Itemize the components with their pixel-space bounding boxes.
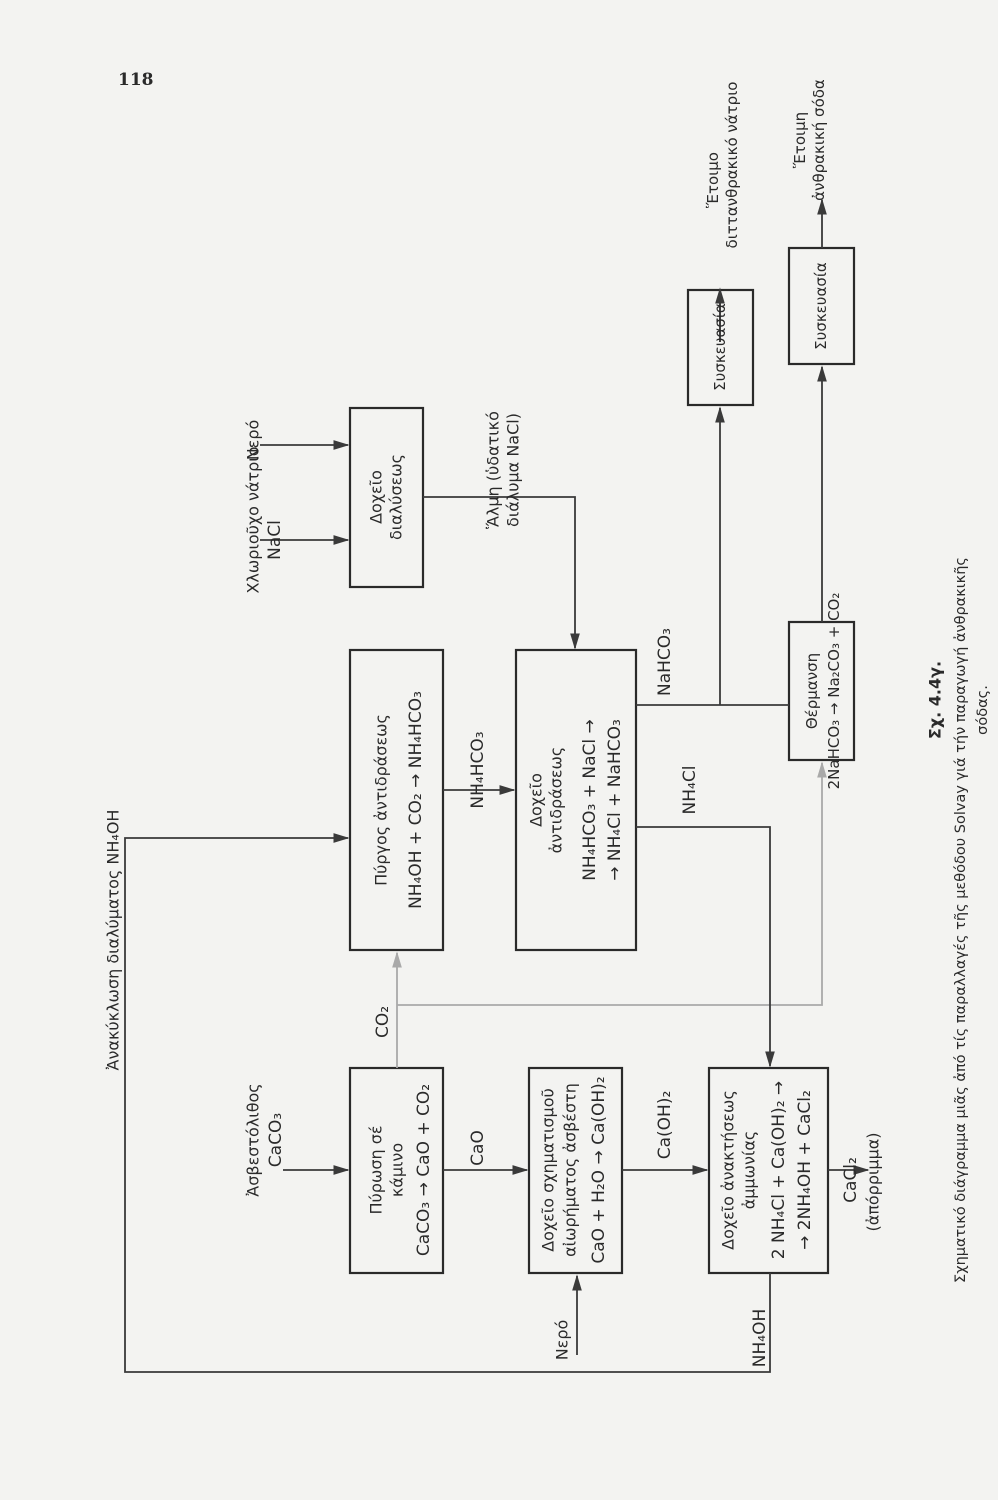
kiln-title-2: κάμινο	[388, 1143, 407, 1197]
cacl2-label: CaCl₂	[841, 1157, 861, 1203]
slaker-title-2: αἰωρήματος ἀσβέστη	[561, 1083, 580, 1257]
water-label-1: Νερό	[553, 1320, 572, 1361]
recovery-equation-2: → 2NH₄OH + CaCl₂	[795, 1090, 815, 1250]
heating-equation: 2NaHCO₃ → Na₂CO₃ + CO₂	[825, 593, 843, 790]
reactor-title-1: Δοχεῖο	[527, 773, 546, 827]
brine-label-1: Ἅλμη (ὑδατικό	[484, 411, 503, 529]
nh4hco3-label: NH₄HCO₃	[468, 731, 488, 808]
ready-soda-label-2: ἀνθρακική σόδα	[810, 79, 828, 201]
nh4cl-label: NH₄Cl	[680, 766, 700, 815]
nh4cl-arrow	[636, 826, 775, 1068]
recovery-title-1: Δοχεῖο ἀνακτήσεως	[719, 1090, 738, 1250]
slaker-equation: CaO + H₂O → Ca(OH)₂	[589, 1076, 609, 1263]
reactor-box	[514, 648, 638, 952]
heating-title: Θέρμανση	[803, 653, 821, 729]
limestone-formula: CaCO₃	[266, 1113, 286, 1167]
nahco3-label: NaHCO₃	[655, 628, 675, 696]
limestone-label: Ἀσβεστόλιθος	[244, 1083, 263, 1196]
dissolver-title-2: διαλύσεως	[387, 454, 406, 540]
recycle-label: Ἀνακύκλωση διαλύματος NH₄OH	[104, 810, 123, 1071]
packaging-2-label: Συσκευασία	[812, 262, 830, 350]
salt-label: Χλωριοῦχο νάτριο	[244, 446, 263, 593]
tower-title: Πύργος ἀντιδράσεως	[372, 714, 391, 886]
co2-branch-line	[397, 761, 827, 1006]
figure-caption-line-2: σόδας.	[975, 685, 991, 735]
slaker-title-1: Δοχεῖο σχηματισμοῦ	[539, 1088, 558, 1252]
reactor-equation-2: → NH₄Cl + NaHCO₃	[605, 719, 625, 881]
nh4oh-label: NH₄OH	[750, 1309, 770, 1367]
figure-caption-line-1: Σχηματικό διάγραμμα μιᾶς ἀπό τίς παραλλα…	[953, 557, 969, 1283]
co2-label: CO₂	[373, 1006, 393, 1038]
kiln-title-1: Πύρωση σέ	[367, 1126, 386, 1215]
reactor-title-2: ἀντιδράσεως	[547, 747, 566, 854]
ready-bicarb-label-1: Ἕτοιμο	[704, 152, 722, 208]
water-label-2: Νερό	[244, 420, 263, 461]
reaction-tower-box	[348, 648, 445, 952]
recycle-arrow	[124, 833, 771, 1373]
dissolver-title-1: Δοχεῖο	[367, 470, 386, 524]
page-number: 118	[118, 70, 154, 90]
ready-soda-label-1: Ἕτοιμη	[791, 112, 809, 168]
kiln-equation: CaCO₃ → CaO + CO₂	[414, 1084, 434, 1256]
recovery-title-2: ἀμμωνίας	[740, 1131, 759, 1210]
packaging-1-label: Συσκευασία	[711, 303, 729, 391]
recovery-equation-1: 2 NH₄Cl + Ca(OH)₂ →	[769, 1081, 789, 1259]
waste-label: (ἀπόρριμμα)	[864, 1132, 883, 1231]
salt-formula: NaCl	[265, 520, 285, 560]
cao-label: CaO	[468, 1130, 488, 1166]
heating-box	[787, 620, 856, 762]
brine-arrow	[423, 496, 580, 650]
reactor-equation-1: NH₄HCO₃ + NaCl →	[580, 719, 600, 881]
figure-number: Σχ. 4.4γ.	[926, 661, 945, 739]
ready-bicarb-label-2: διττανθρακικό νάτριο	[723, 82, 741, 249]
tower-equation: NH₄OH + CO₂ → NH₄HCO₃	[406, 691, 426, 909]
caoh2-label: Ca(OH)₂	[655, 1091, 675, 1160]
brine-label-2: διάλυμα NaCl)	[504, 413, 523, 527]
